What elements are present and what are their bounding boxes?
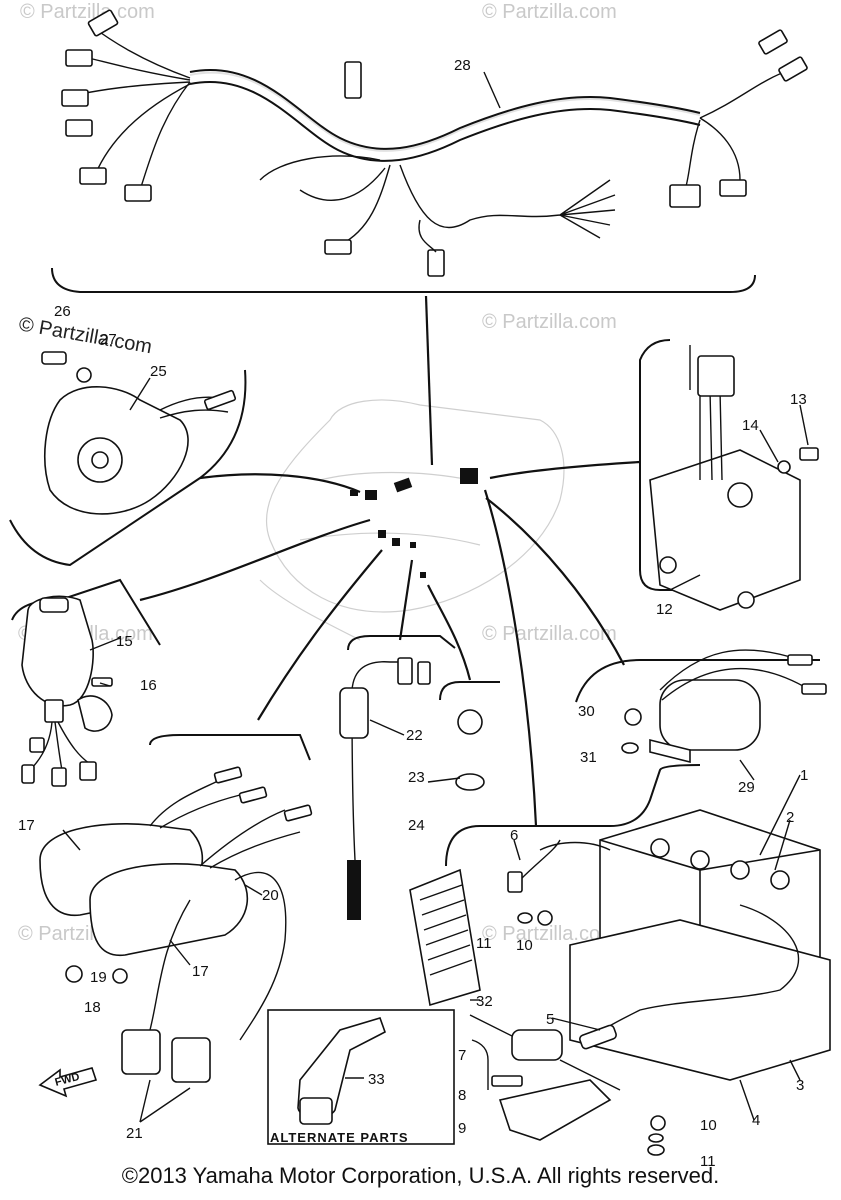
watermark: © Partzilla.com <box>482 623 617 645</box>
copyright-notice: ©2013 Yamaha Motor Corporation, U.S.A. A… <box>121 1163 720 1188</box>
pointer-lines <box>139 295 641 827</box>
battery-label <box>409 868 481 1007</box>
callout-8: 8 <box>458 1087 466 1104</box>
section-bracket <box>51 267 756 293</box>
main-switch-assembly <box>11 578 161 787</box>
starter-motor-assembly <box>9 351 247 567</box>
callout-10: 10 <box>700 1117 717 1134</box>
callout-14: 14 <box>742 417 759 434</box>
callout-10: 10 <box>516 937 533 954</box>
callout-29: 29 <box>738 779 755 796</box>
wire-harness <box>61 9 808 277</box>
watermark: © Partzilla.com <box>482 311 617 333</box>
callout-9: 9 <box>458 1120 466 1137</box>
fuse-holder-assembly <box>469 1014 621 1141</box>
callout-32: 32 <box>476 993 493 1010</box>
callout-15: 15 <box>116 633 133 650</box>
callouts: 1 2 3 4 5 6 7 8 9 10 10 11 11 12 13 14 1… <box>18 57 808 1170</box>
alternate-parts-label: ALTERNATE PARTS <box>270 1130 409 1145</box>
callout-7: 7 <box>458 1047 466 1064</box>
callout-2: 2 <box>786 809 794 826</box>
callout-33: 33 <box>368 1071 385 1088</box>
callout-28: 28 <box>454 57 471 74</box>
callout-17: 17 <box>192 963 209 980</box>
callout-24: 24 <box>408 817 425 834</box>
callout-5: 5 <box>546 1011 554 1028</box>
callout-12: 12 <box>656 601 673 618</box>
bulb-assembly <box>439 681 500 791</box>
callout-13: 13 <box>790 391 807 408</box>
watermark: © Partzilla.com <box>20 1 155 23</box>
callout-22: 22 <box>406 727 423 744</box>
watermark: © Partzilla.com <box>482 923 617 945</box>
ignition-coil-assembly <box>39 734 313 1083</box>
callout-23: 23 <box>408 769 425 786</box>
callout-16: 16 <box>140 677 157 694</box>
callout-4: 4 <box>752 1112 760 1129</box>
starter-relay-assembly <box>575 649 827 764</box>
location-markers <box>350 468 478 578</box>
neutral-switch-assembly <box>339 635 456 920</box>
watermark: © Partzilla.com <box>17 313 154 358</box>
callout-18: 18 <box>84 999 101 1016</box>
battery-assembly <box>445 764 831 1156</box>
callout-20: 20 <box>262 887 279 904</box>
callout-31: 31 <box>580 749 597 766</box>
callout-21: 21 <box>126 1125 143 1142</box>
watermark: © Partzilla.com <box>482 1 617 23</box>
callout-25: 25 <box>150 363 167 380</box>
callout-3: 3 <box>796 1077 804 1094</box>
callout-11: 11 <box>476 935 492 952</box>
callout-6: 6 <box>510 827 518 844</box>
forward-arrow: FWD <box>38 1067 98 1098</box>
leader-lines <box>62 71 809 1123</box>
regulator-assembly <box>639 339 819 611</box>
callout-19: 19 <box>90 969 107 986</box>
callout-11: 11 <box>700 1153 716 1170</box>
callout-17: 17 <box>18 817 35 834</box>
callout-27: 27 <box>100 331 117 348</box>
alternate-parts-box: ALTERNATE PARTS <box>267 1009 455 1145</box>
frame-outline <box>259 399 565 641</box>
callout-1: 1 <box>800 767 808 784</box>
callout-30: 30 <box>578 703 595 720</box>
callout-26: 26 <box>54 303 71 320</box>
